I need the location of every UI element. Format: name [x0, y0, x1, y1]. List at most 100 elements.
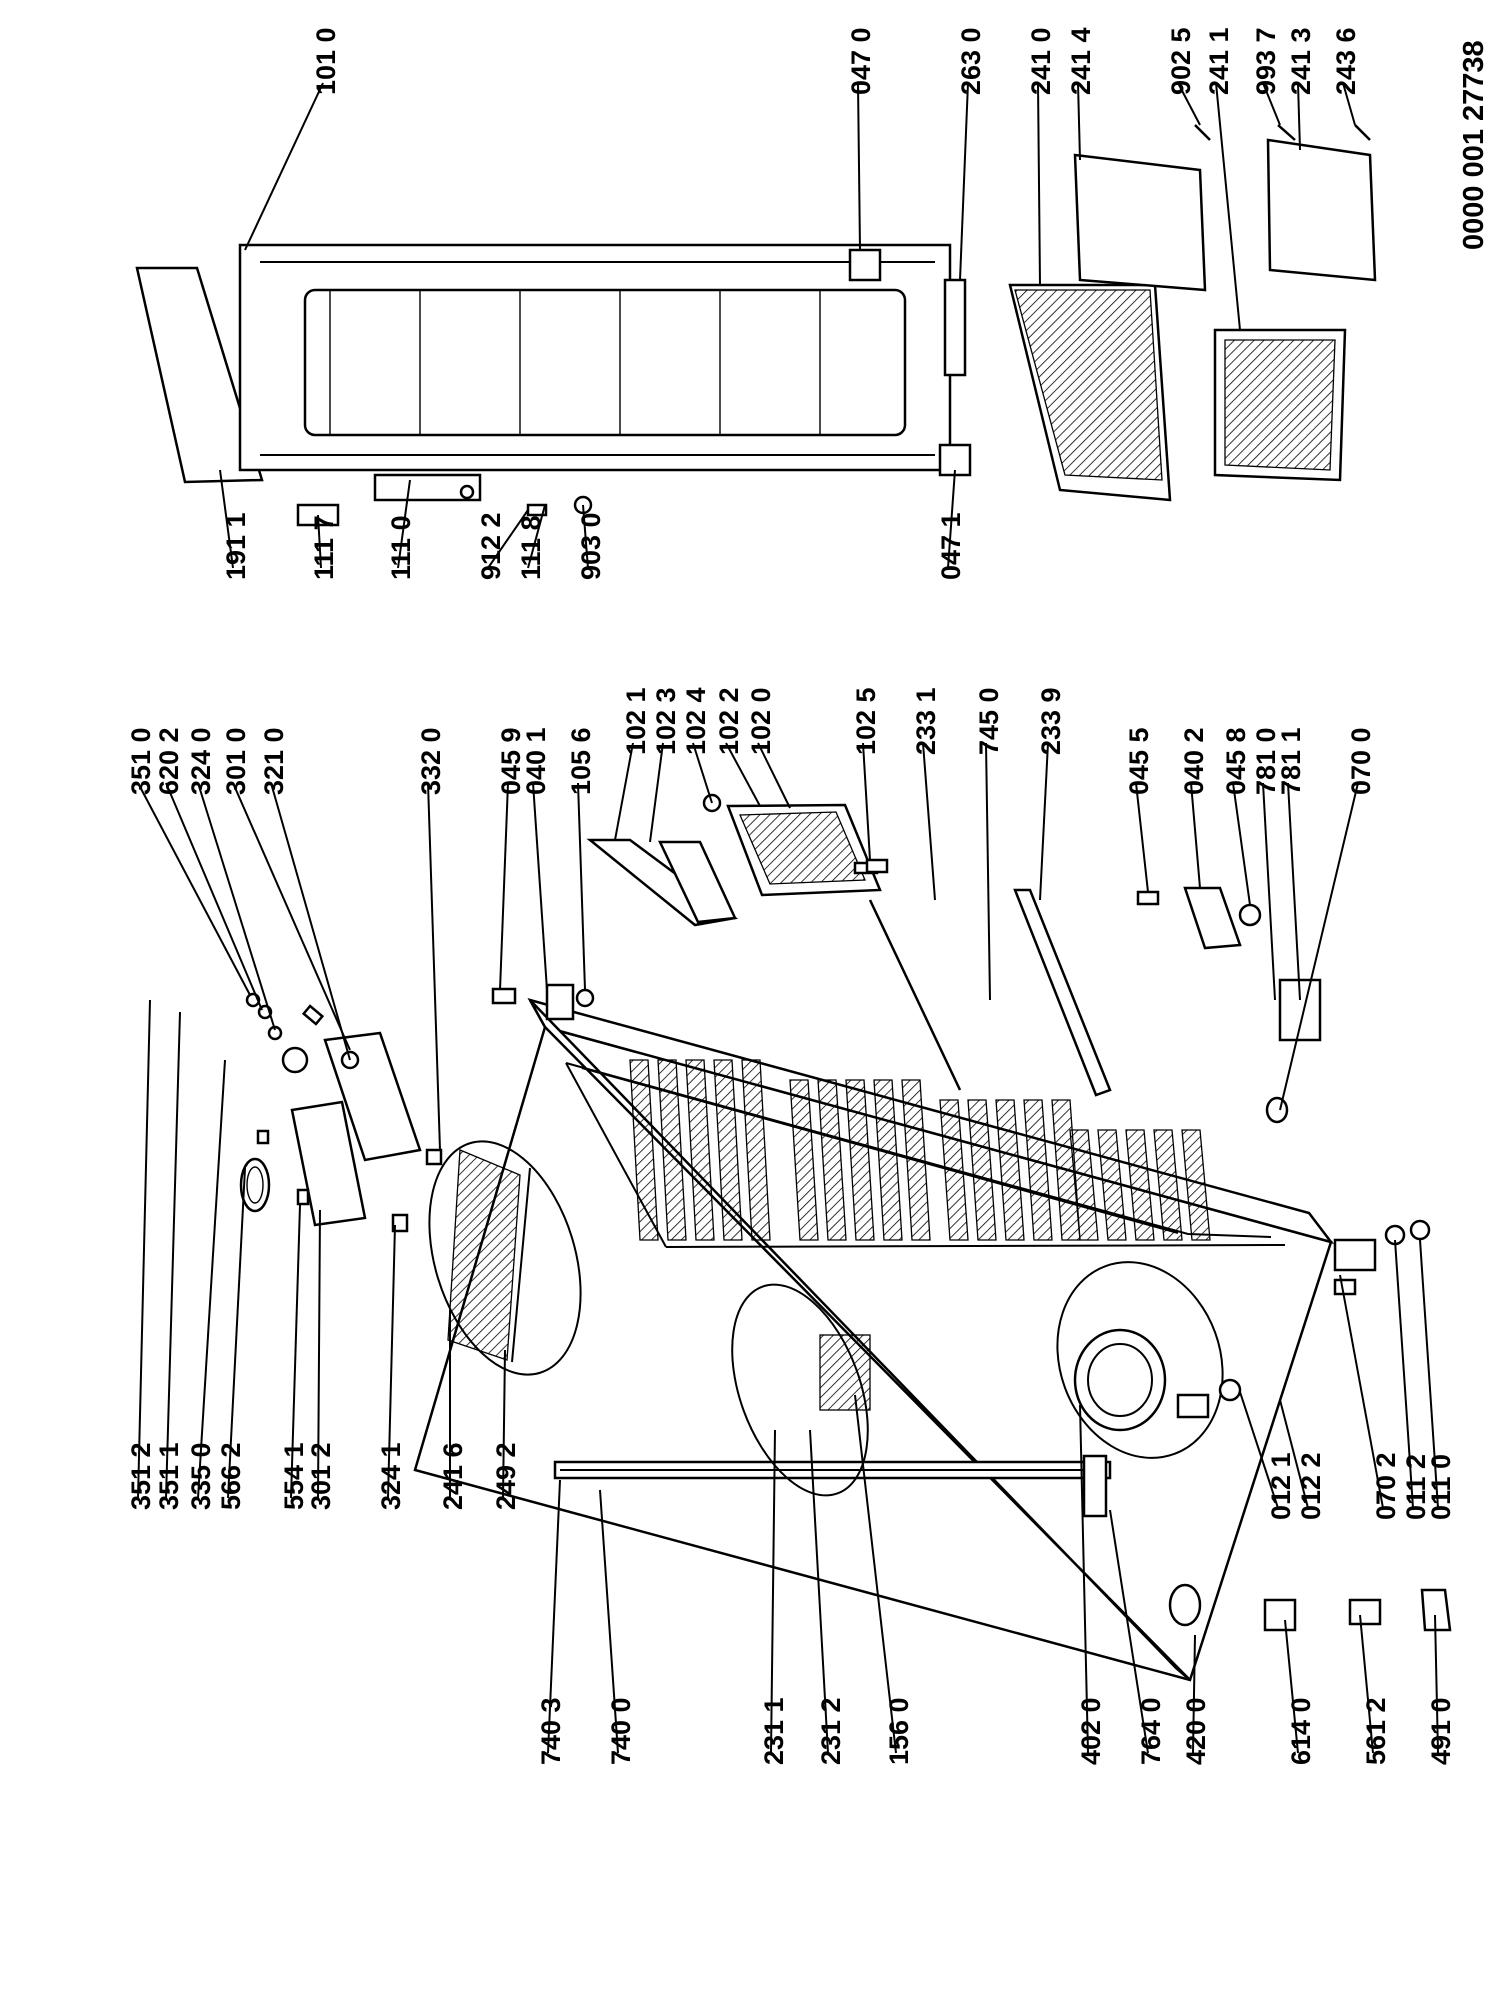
- part-label: 335 0: [186, 1442, 216, 1510]
- leader-line: [397, 479, 411, 569]
- leader-line: [387, 1224, 396, 1499]
- leader-line: [692, 742, 713, 804]
- leader-line: [197, 1059, 226, 1499]
- leader-line: [1190, 782, 1201, 889]
- evaporator-shelf: [629, 1059, 659, 1241]
- leader-line: [1262, 782, 1276, 1001]
- part-label: 614 0: [1286, 1697, 1316, 1765]
- part-label: 045 5: [1124, 727, 1154, 795]
- leader-line: [244, 82, 324, 251]
- leader-line: [1135, 782, 1149, 893]
- cabinet-shelves: [629, 1059, 1211, 1241]
- leader-line: [1434, 1614, 1439, 1754]
- part-label: 561 2: [1361, 1697, 1391, 1765]
- leader-line: [947, 469, 956, 569]
- part-label: 233 9: [1036, 687, 1066, 755]
- leader-line: [137, 999, 151, 1499]
- part-label: 012 1: [1266, 1452, 1296, 1520]
- leader-line: [487, 509, 529, 569]
- part-label: 740 0: [606, 1697, 636, 1765]
- leader-line: [985, 742, 991, 1001]
- leader-line: [1297, 82, 1301, 151]
- leader-line: [197, 782, 276, 1031]
- leader-line: [547, 1479, 561, 1754]
- leader-line: [527, 504, 546, 569]
- evaporator-shelf: [741, 1059, 771, 1241]
- leader-line: [959, 82, 969, 281]
- leader-lines: [137, 82, 1439, 1754]
- evaporator-shelf: [873, 1079, 903, 1241]
- evaporator-shelf: [901, 1079, 931, 1241]
- part-label: 102 1: [621, 687, 651, 755]
- evaporator-shelf: [1125, 1129, 1155, 1241]
- condenser: [553, 1460, 1112, 1480]
- part-label: 993 7: [1251, 27, 1281, 95]
- part-label: 231 2: [816, 1697, 846, 1765]
- leader-line: [577, 782, 586, 991]
- part-label: 040 1: [521, 727, 551, 795]
- evaporator-shelf: [1069, 1129, 1099, 1241]
- evaporator-shelf: [657, 1059, 687, 1241]
- part-label: 491 0: [1426, 1697, 1456, 1765]
- part-label: 101 0: [311, 27, 341, 95]
- leader-line: [725, 742, 761, 807]
- part-label: 241 1: [1204, 27, 1234, 95]
- evaporator-shelf: [713, 1059, 743, 1241]
- part-label: 111 8: [516, 515, 546, 580]
- leader-line: [1192, 1634, 1196, 1754]
- cabinet-body: [413, 998, 1335, 1682]
- part-label: 105 6: [566, 727, 596, 795]
- document-number: 0000 001 27738: [1458, 40, 1490, 250]
- leader-line: [502, 1349, 506, 1499]
- evaporator-shelf: [939, 1099, 969, 1241]
- leader-line: [1339, 1274, 1384, 1509]
- part-label: 351 1: [154, 1442, 184, 1510]
- part-label: 301 2: [306, 1442, 336, 1510]
- leader-line: [1279, 1399, 1309, 1509]
- part-label: 012 2: [1296, 1452, 1326, 1520]
- leader-line: [1279, 782, 1359, 1111]
- part-label: 620 2: [154, 727, 184, 795]
- evaporator-shelf: [995, 1099, 1025, 1241]
- evaporator-shelf: [1097, 1129, 1127, 1241]
- evaporator-shelf: [685, 1059, 715, 1241]
- leader-line: [1394, 1239, 1414, 1509]
- leader-line: [1039, 742, 1049, 901]
- part-label: 191 1: [221, 512, 251, 580]
- leader-line: [1077, 82, 1081, 161]
- leader-line: [649, 742, 664, 843]
- part-label: 764 0: [1136, 1697, 1166, 1765]
- leader-line: [499, 782, 509, 991]
- evaporator-shelf: [817, 1079, 847, 1241]
- leader-line: [809, 1429, 829, 1754]
- misc-parts: [1082, 1454, 1452, 1632]
- leader-line: [599, 1489, 619, 1754]
- leader-line: [165, 782, 263, 1011]
- leader-line: [1037, 82, 1041, 286]
- leader-line: [1079, 1404, 1089, 1754]
- leader-line: [1177, 82, 1201, 126]
- evaporator-shelf: [789, 1079, 819, 1241]
- part-label: 243 6: [1331, 27, 1361, 95]
- evaporator-shelf: [845, 1079, 875, 1241]
- leader-line: [317, 514, 322, 569]
- part-label: 111 0: [386, 515, 416, 580]
- leader-line: [854, 1394, 897, 1754]
- part-label: 011 2: [1401, 1454, 1431, 1520]
- part-label: 070 0: [1346, 727, 1376, 795]
- part-label: 301 0: [221, 727, 251, 795]
- part-label: 402 0: [1076, 1697, 1106, 1765]
- part-label: 249 2: [491, 1442, 521, 1510]
- leader-line: [857, 82, 861, 251]
- part-label: 111 7: [309, 515, 339, 580]
- top-grille: [428, 1140, 582, 1376]
- part-label: 781 0: [1251, 727, 1281, 795]
- part-label: 554 1: [279, 1442, 309, 1510]
- compressor: [1056, 1261, 1242, 1459]
- part-label: 321 0: [259, 727, 289, 795]
- part-label: 745 0: [974, 687, 1004, 755]
- evaporator-shelf: [1023, 1099, 1053, 1241]
- leader-line: [290, 1204, 301, 1499]
- part-label: 241 6: [438, 1442, 468, 1510]
